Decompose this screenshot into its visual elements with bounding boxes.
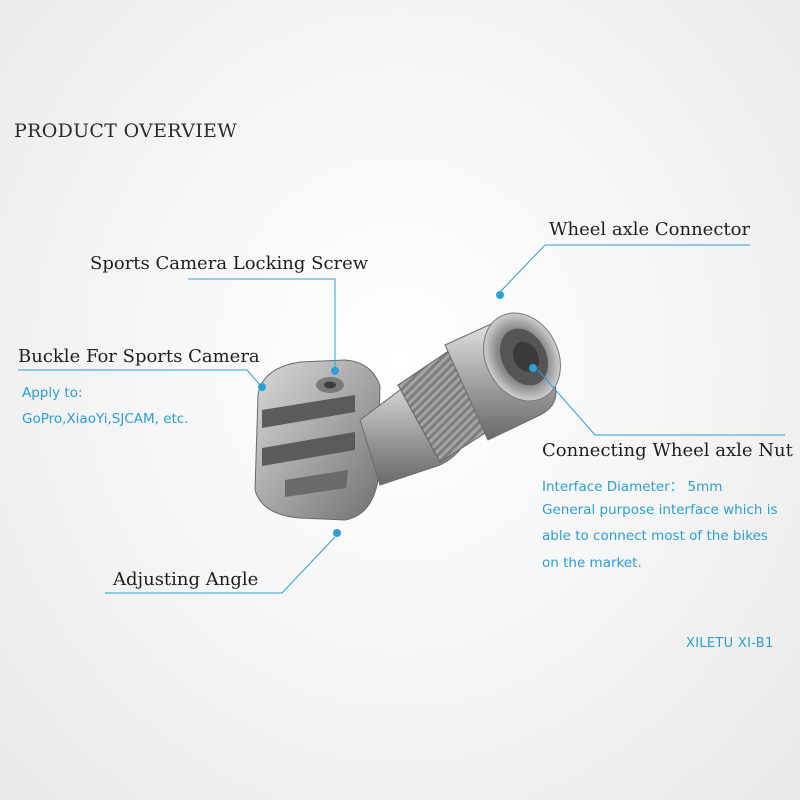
nut-description-line-1: General purpose interface which is: [542, 502, 778, 518]
wheel-axle-connector-label: Wheel axle Connector: [549, 219, 751, 240]
interface-diameter-text: Interface Diameter： 5mm: [542, 479, 723, 495]
locking-screw-label: Sports Camera Locking Screw: [90, 253, 369, 274]
model-number: XILETU XI-B1: [686, 636, 774, 651]
apply-to-heading: Apply to:: [22, 385, 83, 401]
buckle-label: Buckle For Sports Camera: [18, 346, 260, 367]
adjusting-angle-label: Adjusting Angle: [113, 569, 259, 590]
nut-description-line-2: able to connect most of the bikes: [542, 528, 768, 544]
wheel-axle-nut-label: Connecting Wheel axle Nut: [542, 440, 793, 461]
product-overview-heading: PRODUCT OVERVIEW: [14, 120, 238, 142]
nut-description-line-3: on the market.: [542, 555, 642, 571]
apply-to-brands: GoPro,XiaoYi,SJCAM, etc.: [22, 411, 189, 427]
